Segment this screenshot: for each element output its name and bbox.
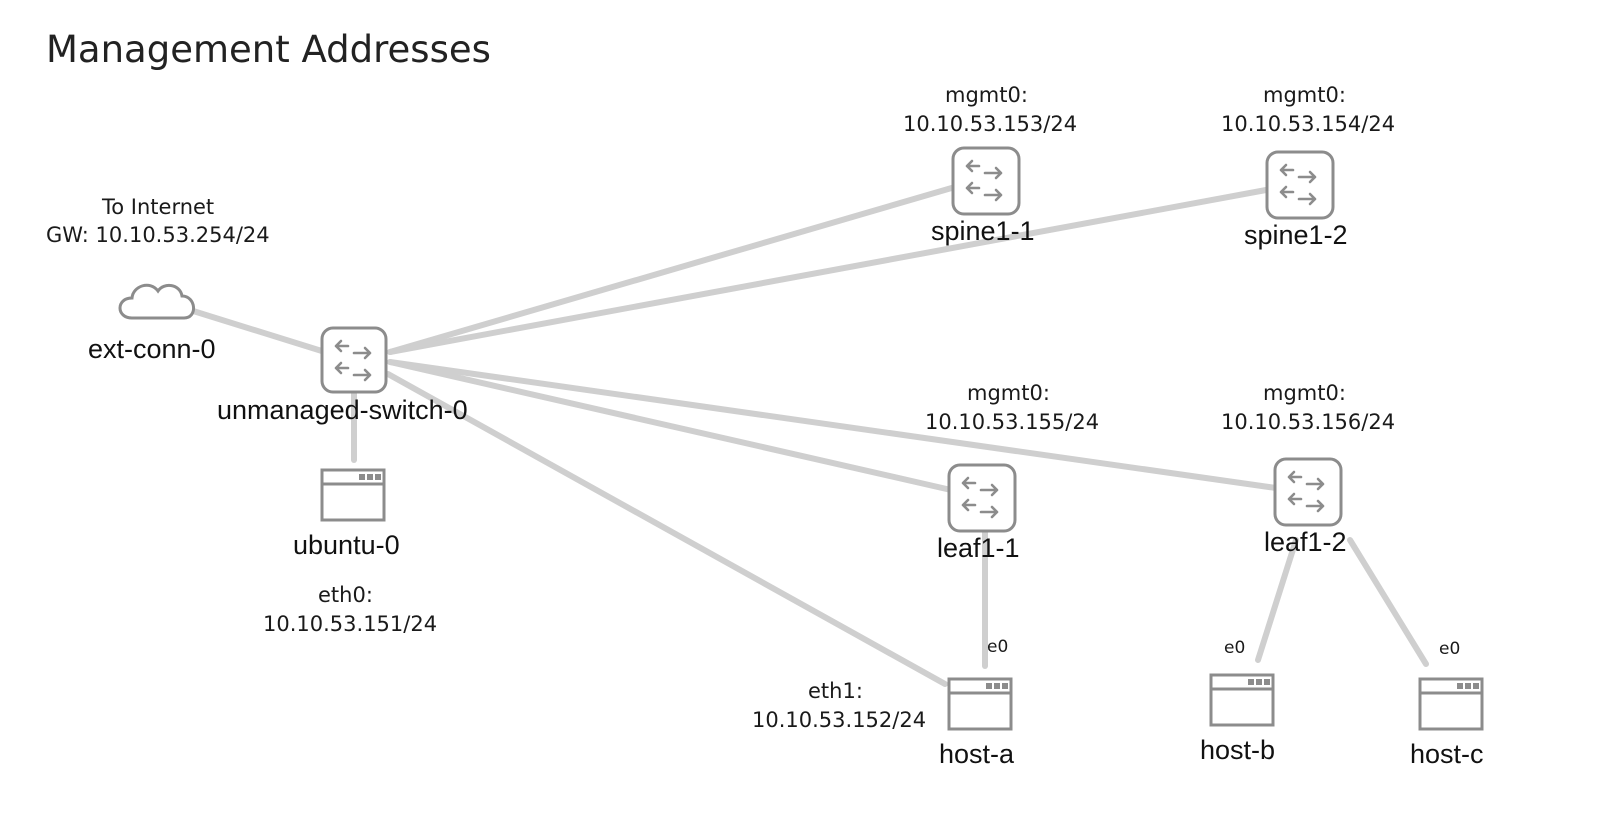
address-label: 10.10.53.151/24 [263,612,437,636]
ext-conn-note-line1: To Internet [101,195,214,219]
node-label: host-b [1200,735,1275,765]
link-leaf1-2-host-c[interactable] [1347,537,1429,667]
iface-label: mgmt0: [1263,83,1346,107]
node-label: unmanaged-switch-0 [217,395,468,425]
ext-conn-note-line2: GW: 10.10.53.254/24 [46,223,270,247]
node-label: leaf1-2 [1264,527,1347,557]
node-ext-conn-0[interactable]: To Internet GW: 10.10.53.254/24 ext-conn… [46,195,270,364]
page-title: Management Addresses [46,28,491,71]
address-label: 10.10.53.152/24 [752,708,926,732]
address-label: 10.10.53.155/24 [925,410,1099,434]
node-leaf1-1[interactable]: mgmt0: 10.10.53.155/24 leaf1-1 [925,381,1099,563]
node-host-b[interactable]: e0 host-b [1200,638,1275,765]
switch-icon [951,146,1021,216]
server-icon [1209,673,1275,727]
link-switch-host-a[interactable] [385,371,948,687]
node-ubuntu-0[interactable]: ubuntu-0 eth0: 10.10.53.151/24 [263,468,437,636]
port-label: e0 [1224,638,1245,658]
links [187,184,1429,687]
server-icon [320,468,386,522]
node-host-a[interactable]: e0 eth1: 10.10.53.152/24 host-a [752,637,1015,769]
address-label: 10.10.53.156/24 [1221,410,1395,434]
node-label: host-c [1410,739,1484,769]
node-host-c[interactable]: e0 host-c [1410,639,1484,769]
switch-icon [1273,457,1343,527]
link-switch-leaf1-2[interactable] [387,359,1279,491]
address-label: 10.10.53.154/24 [1221,112,1395,136]
link-extconn-switch[interactable] [187,307,328,355]
node-label: spine1-1 [931,216,1035,246]
cloud-icon [118,283,195,320]
switch-icon [320,326,388,394]
server-icon [1418,677,1484,731]
switch-icon [947,463,1017,533]
iface-label: mgmt0: [1263,381,1346,405]
node-spine1-1[interactable]: mgmt0: 10.10.53.153/24 spine1-1 [903,83,1077,246]
link-leaf1-2-host-b[interactable] [1255,537,1299,663]
node-label: ubuntu-0 [293,530,400,560]
node-label: host-a [939,739,1015,769]
address-label: 10.10.53.153/24 [903,112,1077,136]
node-spine1-2[interactable]: mgmt0: 10.10.53.154/24 spine1-2 [1221,83,1395,250]
node-label: spine1-2 [1244,220,1348,250]
server-icon [947,677,1013,731]
iface-label: mgmt0: [945,83,1028,107]
link-switch-spine1-1[interactable] [387,184,958,355]
iface-label: eth1: [808,679,863,703]
switch-icon [1265,150,1335,220]
node-leaf1-2[interactable]: mgmt0: 10.10.53.156/24 leaf1-2 [1221,381,1395,557]
port-label: e0 [987,637,1008,657]
node-label: leaf1-1 [937,533,1020,563]
port-label: e0 [1439,639,1460,659]
node-unmanaged-switch-0[interactable]: unmanaged-switch-0 [217,326,468,425]
link-switch-leaf1-1[interactable] [387,359,954,493]
iface-label: eth0: [318,583,373,607]
link-switch-spine1-2[interactable] [387,187,1269,355]
iface-label: mgmt0: [967,381,1050,405]
node-label: ext-conn-0 [88,334,216,364]
